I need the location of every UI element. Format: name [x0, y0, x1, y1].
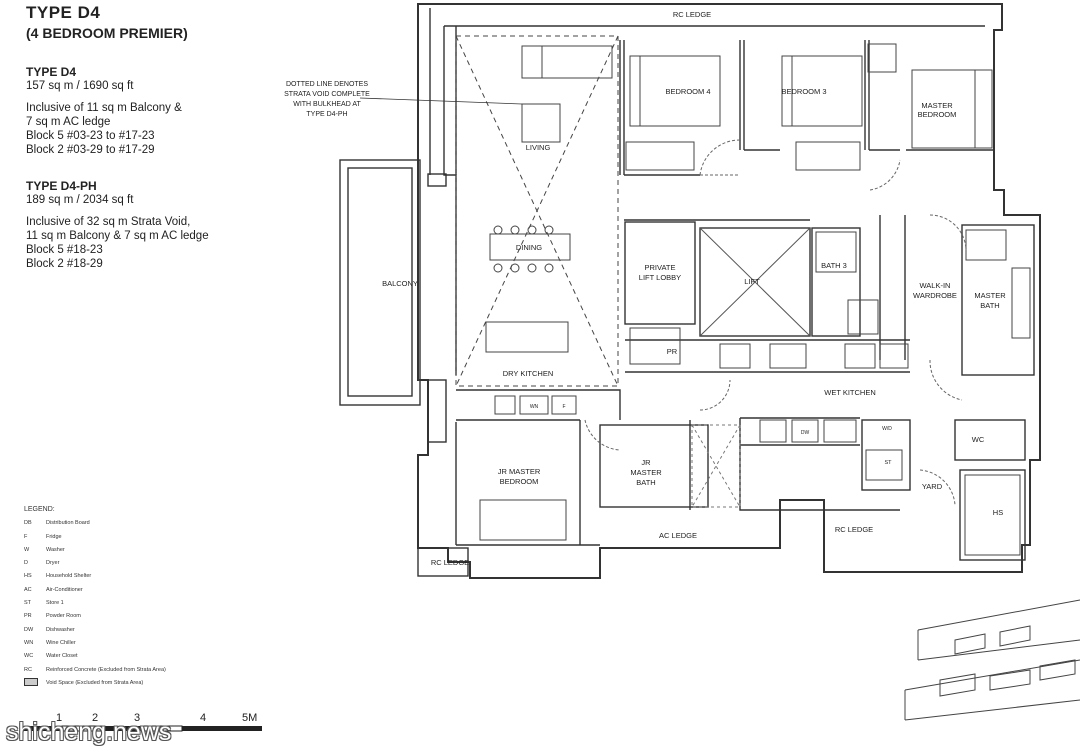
strata-void-outline	[455, 35, 619, 387]
legend-title: LEGEND:	[24, 506, 55, 513]
unit-type-subtitle: (4 BEDROOM PREMIER)	[26, 25, 188, 41]
label-wn: WN	[530, 404, 539, 410]
label-st: ST	[884, 460, 892, 466]
label-private-lift-lobby-2: LIFT LOBBY	[639, 273, 681, 282]
void-space-icon	[24, 678, 38, 687]
label-dw: DW	[801, 430, 810, 436]
type-area: 157 sq m / 1690 sq ft	[26, 80, 134, 92]
note-line: TYPE D4-PH	[306, 111, 347, 118]
label-living: LIVING	[526, 143, 551, 152]
label-bedroom3: BEDROOM 3	[781, 87, 826, 96]
note-leader-line	[359, 97, 523, 105]
unit-type-title: TYPE D4	[26, 3, 101, 22]
scale-label: 1	[56, 712, 63, 724]
label-wc: WC	[972, 435, 985, 444]
scale-label: 3	[134, 712, 141, 724]
label-walk-in-wardrobe-1: WALK-IN	[920, 281, 951, 290]
label-rc-ledge-mid: RC LEDGE	[835, 525, 873, 534]
type-detail: Inclusive of 11 sq m Balcony &	[26, 102, 182, 114]
type-detail: Inclusive of 32 sq m Strata Void,	[26, 216, 191, 228]
label-hs: HS	[993, 508, 1003, 517]
note-line: DOTTED LINE DENOTES	[286, 81, 368, 88]
label-wet-kitchen: WET KITCHEN	[824, 388, 876, 397]
type-detail: 11 sq m Balcony & 7 sq m AC ledge	[26, 230, 209, 242]
label-ac-ledge: AC LEDGE	[659, 531, 697, 540]
label-walk-in-wardrobe-2: WARDROBE	[913, 291, 957, 300]
label-wd: W/D	[882, 426, 892, 432]
note-line: WITH BULKHEAD AT	[293, 101, 361, 108]
type-detail: Block 5 #18-23	[26, 244, 103, 256]
legend-item: Void Space (Excluded from Strata Area)	[24, 677, 264, 690]
scale-bar-graphic	[22, 725, 262, 732]
watermark: shicheng.news	[6, 718, 172, 746]
type-detail: Block 2 #03-29 to #17-29	[26, 144, 155, 156]
label-master-bedroom-1: MASTER	[921, 101, 953, 110]
scale-label: 2	[92, 712, 99, 724]
type-detail: 7 sq m AC ledge	[26, 116, 111, 128]
label-bath3: BATH 3	[821, 261, 847, 270]
label-lift: LIFT	[744, 277, 760, 286]
label-master-bath-1: MASTER	[974, 291, 1006, 300]
scale-bar: 1 2 3 4 5M	[20, 712, 280, 752]
label-rc-ledge-left: RC LEDGE	[431, 558, 469, 567]
unit-info-panel: TYPE D4 (4 BEDROOM PREMIER) TYPE D4 157 …	[26, 4, 356, 271]
type-area: 189 sq m / 2034 sq ft	[26, 194, 134, 206]
label-dry-kitchen: DRY KITCHEN	[503, 369, 554, 378]
label-balcony: BALCONY	[382, 279, 418, 288]
scale-label: 4	[200, 712, 207, 724]
label-master-bedroom-2: BEDROOM	[918, 110, 957, 119]
strata-void-note: DOTTED LINE DENOTES STRATA VOID COMPLETE…	[284, 81, 370, 118]
type-name: TYPE D4-PH	[26, 179, 97, 193]
label-pr: PR	[667, 347, 678, 356]
label-jr-master-bath-2: MASTER	[630, 468, 662, 477]
label-private-lift-lobby-1: PRIVATE	[645, 263, 676, 272]
type-name: TYPE D4	[26, 65, 77, 79]
type-detail: Block 2 #18-29	[26, 258, 103, 270]
scale-label: 5M	[242, 712, 258, 724]
type-d4ph-block: TYPE D4-PH 189 sq m / 2034 sq ft Inclusi…	[26, 179, 356, 271]
type-detail: Block 5 #03-23 to #17-23	[26, 130, 155, 142]
label-jr-master-bath-3: BATH	[636, 478, 655, 487]
label-rc-ledge-top: RC LEDGE	[673, 10, 711, 19]
label-jr-master-bedroom-1: JR MASTER	[498, 467, 541, 476]
furniture	[479, 43, 1031, 556]
key-plan	[904, 599, 1080, 721]
label-yard: YARD	[922, 482, 943, 491]
type-d4-block: TYPE D4 157 sq m / 1690 sq ft Inclusive …	[26, 65, 356, 157]
note-line: STRATA VOID COMPLETE	[284, 91, 370, 98]
lift-shaft	[699, 227, 811, 337]
label-master-bath-2: BATH	[980, 301, 999, 310]
label-jr-master-bedroom-2: BEDROOM	[500, 477, 539, 486]
label-dining: DINING	[516, 243, 542, 252]
door-swings	[584, 139, 967, 506]
label-jr-master-bath-1: JR	[641, 458, 651, 467]
jr-bath-void	[691, 424, 741, 508]
label-bedroom4: BEDROOM 4	[665, 87, 710, 96]
label-f: F	[562, 404, 565, 410]
